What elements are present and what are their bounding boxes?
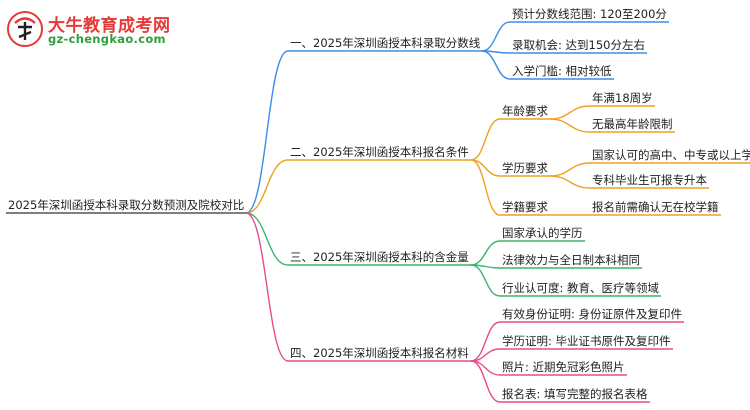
site-name: 大牛教育成考网 (48, 16, 171, 36)
branch-registration-conditions: 二、2025年深圳函授本科报名条件 (290, 145, 469, 159)
leaf-admission-chance: 录取机会: 达到150分左右 (512, 38, 645, 52)
link-b1-b1c0 (470, 118, 501, 161)
leaf-education-level: 国家认可的高中、中专或以上学历 (592, 148, 750, 162)
leaf-age-min: 年满18周岁 (592, 91, 653, 105)
link-root-b0 (245, 50, 289, 214)
leaf-legal-validity: 法律效力与全日制本科相同 (502, 253, 640, 267)
link-b2-b2c0 (470, 240, 501, 266)
link-b1c0-b1c0g1 (549, 118, 591, 133)
leaf-entry-threshold: 入学门槛: 相对较低 (512, 64, 612, 78)
link-root-b2 (245, 212, 289, 266)
branch-degree-value: 三、2025年深圳函授本科的含金量 (290, 250, 469, 264)
link-b1c1-b1c1g1 (549, 175, 591, 189)
link-b1c1-b1c1g0 (549, 162, 591, 177)
mindmap-root: 2025年深圳函授本科录取分数预测及院校对比 (8, 198, 245, 212)
node-enrollment-requirement: 学籍要求 (502, 200, 548, 214)
leaf-photo: 照片: 近期免冠彩色照片 (502, 360, 625, 374)
node-education-requirement: 学历要求 (502, 161, 548, 175)
link-b3-b3c3 (470, 360, 501, 403)
branch-admission-score: 一、2025年深圳函授本科录取分数线 (290, 36, 481, 50)
leaf-age-max: 无最高年龄限制 (592, 117, 673, 131)
link-b1-b1c2 (470, 159, 501, 216)
leaf-score-range: 预计分数线范围: 120至200分 (512, 7, 667, 21)
link-b2-b2c2 (470, 264, 501, 297)
link-b1c0-b1c0g0 (549, 105, 591, 120)
link-root-b3 (245, 212, 289, 362)
branch-registration-materials: 四、2025年深圳函授本科报名材料 (290, 346, 469, 360)
link-root-b1 (245, 159, 289, 214)
link-b3-b3c0 (470, 321, 501, 362)
leaf-id-proof: 有效身份证明: 身份证原件及复印件 (502, 307, 683, 321)
bull-logo-icon (7, 11, 43, 47)
leaf-no-school-status: 报名前需确认无在校学籍 (592, 200, 719, 214)
node-age-requirement: 年龄要求 (502, 104, 548, 118)
link-b0-b0c0 (481, 21, 511, 52)
leaf-registration-form: 报名表: 填写完整的报名表格 (502, 387, 648, 401)
link-b0-b0c2 (481, 50, 511, 80)
leaf-education-proof: 学历证明: 毕业证书原件及复印件 (502, 334, 671, 348)
leaf-junior-college: 专科毕业生可报专升本 (592, 173, 707, 187)
site-url: gz-chengkao.com (48, 32, 166, 46)
leaf-industry-recognition: 行业认可度: 教育、医疗等领域 (502, 281, 660, 295)
leaf-state-recognized: 国家承认的学历 (502, 226, 583, 240)
